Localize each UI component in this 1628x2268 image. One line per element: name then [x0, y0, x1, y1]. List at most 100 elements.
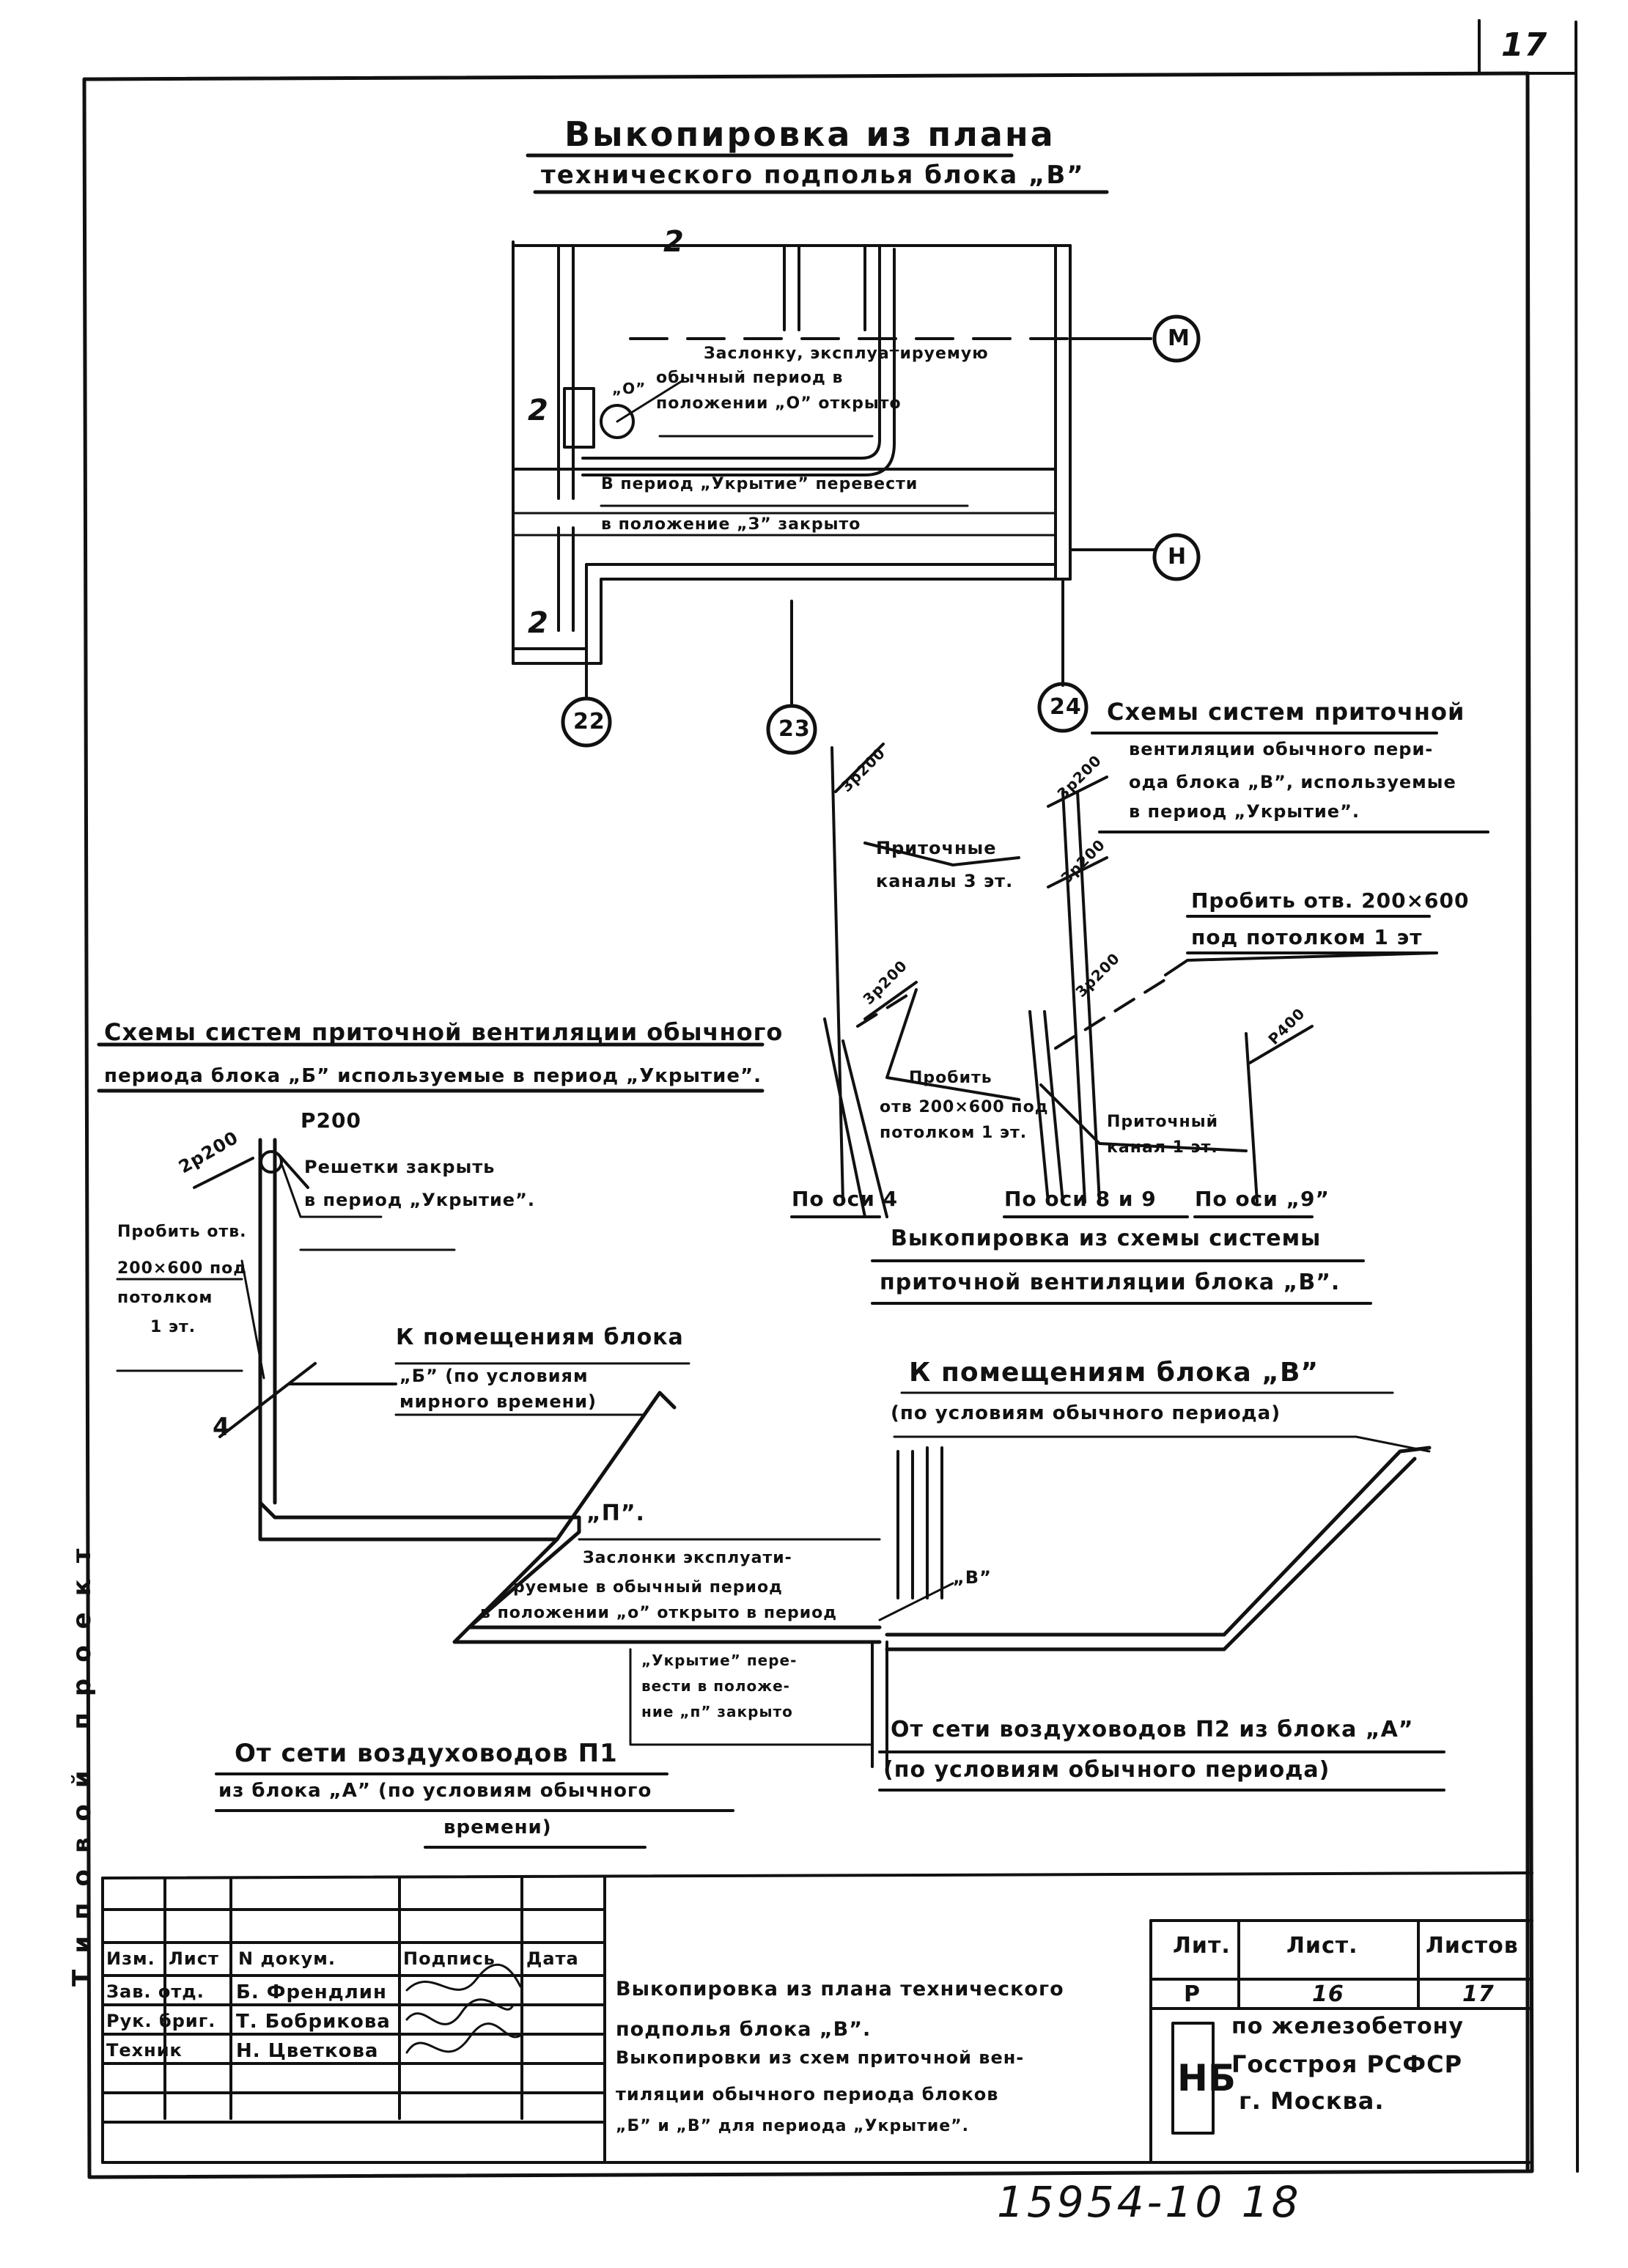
- tb-role-lead: Рук. бриг.: [106, 2011, 216, 2031]
- rooms-b-3: мирного времени): [399, 1391, 597, 1412]
- tb-name-tech: Н. Цветкова: [236, 2040, 379, 2062]
- left-punch-3: потолком: [117, 1289, 213, 1307]
- tb-header-change: Изм.: [106, 1948, 155, 1969]
- left-punch-2: 200×600 под: [117, 1259, 248, 1278]
- sheet-number: 17: [1501, 26, 1548, 64]
- axis-label-24: 24: [1050, 694, 1082, 720]
- title-block-lines: [101, 1871, 1533, 2164]
- grille-close-1: Решетки закрыть: [304, 1157, 496, 1177]
- rooms-b-2: „Б” (по условиям: [399, 1366, 589, 1386]
- axis-note-8-9: По оси 8 и 9: [1004, 1187, 1157, 1211]
- punch-top-2: под потолком 1 эт: [1191, 925, 1423, 949]
- left-damper-3: в положении „о” открыто в период: [480, 1604, 838, 1622]
- tb-org-3: г. Москва.: [1239, 2087, 1385, 2115]
- right-scheme-title-3: ода блока „В”, используемые: [1129, 772, 1456, 792]
- supply-channel-1-1: Приточный: [1107, 1113, 1219, 1131]
- tb-name-head: Б. Френдлин: [236, 1981, 387, 2003]
- plan-linework: [512, 240, 1156, 705]
- letter-4: 4: [213, 1413, 231, 1442]
- tb-stage-header: Лит.: [1173, 1933, 1231, 1959]
- tb-desc-4: тиляции обычного периода блоков: [616, 2084, 999, 2105]
- rooms-b-1: К помещениям блока: [396, 1325, 684, 1350]
- axis-label-23: 23: [778, 716, 811, 742]
- axis-label-22: 22: [573, 709, 605, 734]
- sheet-frame: [82, 19, 1579, 2179]
- tb-desc-3: Выкопировки из схем приточной вен-: [616, 2047, 1025, 2068]
- break-mark-bottom: 2: [528, 606, 549, 640]
- punch-mid-3: потолком 1 эт.: [880, 1124, 1028, 1142]
- punch-top-1: Пробить отв. 200×600: [1191, 888, 1470, 913]
- shelter-note-2: в положение „З” закрыто: [601, 515, 861, 534]
- tb-sheet: 16: [1312, 1981, 1344, 2007]
- left-scheme-title-1: Схемы систем приточной вентиляции обычно…: [104, 1018, 784, 1046]
- grille-p200: Р200: [301, 1108, 361, 1133]
- tb-role-tech: Техник: [106, 2040, 183, 2061]
- tb-header-date: Дата: [526, 1948, 579, 1969]
- tb-org-2: Госстроя РСФСР: [1231, 2050, 1463, 2078]
- tb-sheets-header: Листов: [1426, 1933, 1519, 1959]
- right-scheme-title-2: вентиляции обычного пери-: [1129, 739, 1434, 759]
- left-punch-1: Пробить отв.: [117, 1223, 247, 1241]
- left-damper-2: руемые в обычный период: [513, 1578, 783, 1597]
- tb-desc-2: подполья блока „В”.: [616, 2018, 872, 2041]
- tb-sheet-header: Лист.: [1286, 1933, 1358, 1959]
- grille-close-2: в период „Укрытие”.: [304, 1190, 535, 1210]
- side-stamp: Типовой проект: [67, 1532, 97, 1987]
- damper-label: „О”: [612, 380, 647, 397]
- middle-duct-linework: [871, 1391, 1445, 1792]
- tb-header-sheet: Лист: [169, 1948, 219, 1969]
- left-damper-4: „Укрытие” пере-: [641, 1652, 798, 1669]
- punch-mid-2: отв 200×600 под: [880, 1098, 1049, 1116]
- from-p1-2: из блока „А” (по условиям обычного: [218, 1780, 652, 1802]
- rooms-v-2: (по условиям обычного периода): [891, 1402, 1281, 1424]
- tb-header-signature: Подпись: [403, 1948, 496, 1969]
- right-scheme-linework: [790, 732, 1489, 1305]
- tb-org-logo: НБ: [1177, 2057, 1236, 2099]
- plan-title-underlines: [526, 153, 1109, 507]
- damper-note-3: положении „О” открыто: [656, 394, 902, 413]
- left-scheme-linework: [97, 1042, 882, 1849]
- axis-note-4: По оси 4: [792, 1187, 899, 1211]
- plan-title-line2: технического подполья блока „В”: [541, 161, 1085, 190]
- shelter-note-1: В период „Укрытие” перевести: [601, 475, 918, 493]
- tb-role-head: Зав. отд.: [106, 1981, 205, 2002]
- tb-name-lead: Т. Бобрикова: [236, 2011, 391, 2033]
- supply-channel-1-2: канал 1 эт.: [1107, 1138, 1218, 1157]
- punch-mid-1: Пробить: [909, 1069, 992, 1087]
- letter-v: „В”: [953, 1567, 992, 1588]
- break-mark-top: 2: [663, 225, 685, 259]
- axis-label-n: Н: [1168, 544, 1187, 570]
- tb-sheets: 17: [1462, 1981, 1495, 2007]
- tb-desc-1: Выкопировка из плана технического: [616, 1978, 1064, 2000]
- from-p2-2: (по условиям обычного периода): [883, 1757, 1330, 1783]
- damper-note-1: Заслонку, эксплуатируемую: [704, 345, 989, 363]
- right-scheme-title-4: в период „Укрытие”.: [1129, 801, 1360, 822]
- from-p2-1: От сети воздуховодов П2 из блока „А”: [891, 1717, 1414, 1742]
- left-scheme-title-2: периода блока „Б” используемые в период …: [104, 1065, 762, 1087]
- left-punch-4: 1 эт.: [150, 1318, 196, 1336]
- from-p1-3: времени): [443, 1816, 552, 1838]
- plan-title-line1: Выкопировка из плана: [564, 114, 1056, 154]
- right-scheme-title-1: Схемы систем приточной: [1107, 698, 1465, 726]
- document-number: 15954-10 18: [997, 2177, 1302, 2227]
- left-damper-5: вести в положе-: [641, 1677, 790, 1695]
- break-mark-left: 2: [528, 394, 549, 427]
- supply-channels-3-1: Приточные: [876, 838, 997, 858]
- tb-stage: Р: [1184, 1981, 1201, 2007]
- axis-note-9: По оси „9”: [1195, 1187, 1330, 1211]
- supply-channels-3-2: каналы 3 эт.: [876, 871, 1014, 891]
- damper-note-2: обычный период в: [656, 369, 844, 387]
- tb-org-1: по железобетону: [1231, 2014, 1464, 2039]
- axis-label-m: М: [1168, 325, 1190, 351]
- letter-p: „П”.: [586, 1501, 645, 1526]
- tb-desc-5: „Б” и „В” для периода „Укрытие”.: [616, 2117, 970, 2135]
- tb-header-docnum: N докум.: [238, 1948, 336, 1969]
- right-caption-2: приточной вентиляции блока „В”.: [880, 1270, 1341, 1295]
- right-caption-1: Выкопировка из схемы системы: [891, 1226, 1322, 1251]
- left-damper-6: ние „п” закрыто: [641, 1703, 793, 1720]
- signature-scribbles: [405, 1963, 523, 2054]
- rooms-v-1: К помещениям блока „В”: [909, 1358, 1319, 1388]
- left-damper-1: Заслонки эксплуати-: [583, 1549, 792, 1567]
